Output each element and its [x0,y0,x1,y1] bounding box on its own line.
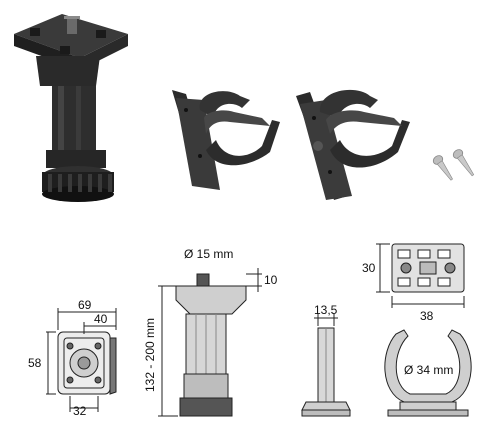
clip-front-drawing [384,329,472,417]
dim-clip-width: 13,5 [314,303,338,317]
leg-photo [14,14,128,202]
dim-rod-diameter: Ø 15 mm [184,247,233,261]
screws-photo [432,149,475,181]
dim-hole-spacing-bottom: 32 [73,404,87,418]
dim-hole-spacing-x: 40 [94,312,108,326]
dim-plate-width: 38 [420,309,434,323]
dim-plate-height: 30 [362,261,376,275]
dim-base-width: 69 [78,298,92,312]
clip-photo-2 [296,89,410,200]
dim-top-thickness: 10 [264,273,278,287]
clip-side-drawing [301,314,351,417]
mounting-plate-drawing [376,243,465,308]
dim-clip-inner-diameter: Ø 34 mm [404,363,453,377]
clip-photo-1 [172,90,280,190]
dim-height-range: 132 - 200 mm [143,318,157,392]
leg-side-drawing [158,268,262,417]
dim-base-depth: 58 [28,356,42,370]
base-plate-drawing [46,308,117,412]
